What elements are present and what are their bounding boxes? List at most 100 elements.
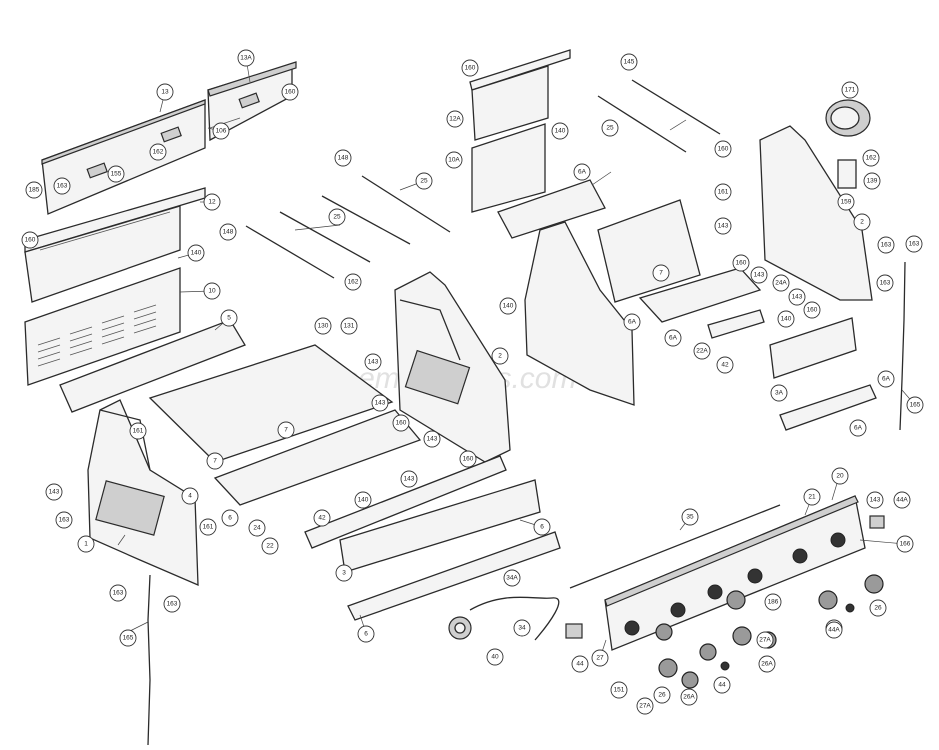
callout-label: 42 (318, 515, 326, 522)
callout-bubble (371, 394, 389, 412)
callout-label: 6A (882, 376, 891, 383)
callout-7a: 7 (277, 421, 295, 439)
callout-bubble (905, 235, 923, 253)
callout-label: 6A (628, 319, 637, 326)
callout-label: 35 (686, 514, 694, 521)
callout-bubble (203, 193, 221, 211)
callout-label: 6 (364, 631, 368, 638)
burner-tube-25-right-b (631, 79, 721, 135)
callout-143i: 143 (866, 491, 884, 509)
callout-bubble (714, 217, 732, 235)
callout-bubble (335, 564, 353, 582)
callout-bubble (491, 347, 509, 365)
callout-label: 44 (718, 682, 726, 689)
callout-label: 143 (368, 359, 379, 366)
callout-160b: 160 (21, 231, 39, 249)
callout-bubble (680, 688, 698, 706)
callout-34a: 34A (503, 569, 521, 587)
callout-bubble (513, 619, 531, 637)
callout-label: 161 (203, 524, 214, 531)
callout-bubble (181, 487, 199, 505)
callout-44a3: 44A (825, 621, 843, 639)
callout-bubble (364, 353, 382, 371)
callout-163c: 163 (109, 584, 127, 602)
callout-label: 6 (540, 524, 544, 531)
gas-manifold-35 (569, 504, 781, 589)
callout-bubble (620, 53, 638, 71)
callout-label: 40 (491, 654, 499, 661)
callout-34: 34 (513, 619, 531, 637)
callout-label: 160 (25, 237, 36, 244)
callout-label: 160 (396, 420, 407, 427)
callout-label: 106 (216, 128, 227, 135)
rotisserie-motor-171 (825, 99, 871, 189)
callout-163b: 163 (55, 511, 73, 529)
callout-bubble (459, 450, 477, 468)
callout-label: 7 (659, 270, 663, 277)
callout-label: 34 (518, 625, 526, 632)
callout-bubble (714, 140, 732, 158)
callout-bubble (772, 274, 790, 292)
callout-bubble (149, 143, 167, 161)
callout-27: 27 (591, 649, 609, 667)
callout-40: 40 (486, 648, 504, 666)
callout-bubble (732, 254, 750, 272)
rail-3 (339, 479, 541, 573)
callout-bubble (340, 317, 358, 335)
callout-160g: 160 (732, 254, 750, 272)
callout-label: 27A (759, 637, 771, 644)
callout-bubble (601, 119, 619, 137)
callout-bubble (156, 83, 174, 101)
callout-161a: 161 (129, 422, 147, 440)
callout-161b: 161 (199, 518, 217, 536)
callout-bubble (837, 193, 855, 211)
callout-bubble (53, 177, 71, 195)
callout-162b: 162 (344, 273, 362, 291)
callout-bubble (314, 317, 332, 335)
callout-label: 143 (427, 436, 438, 443)
bottom-7-right (597, 199, 701, 303)
callout-bubble (906, 396, 924, 414)
callout-label: 24 (253, 525, 261, 532)
callout-bubble (788, 288, 806, 306)
callout-143b: 143 (371, 394, 389, 412)
callout-label: 161 (718, 189, 729, 196)
callout-bubble (664, 329, 682, 347)
leg-wire-165-right (899, 261, 906, 431)
callout-bubble (219, 223, 237, 241)
regulator-40 (448, 616, 472, 640)
callout-label: 3A (775, 390, 784, 397)
callout-label: 161 (133, 428, 144, 435)
callout-155: 155 (107, 165, 125, 183)
callout-label: 162 (866, 155, 877, 162)
callout-140e: 140 (777, 310, 795, 328)
callout-13a: 13A (237, 49, 255, 67)
callout-bubble (756, 631, 774, 649)
callout-label: 34A (506, 575, 518, 582)
callout-143a: 143 (364, 353, 382, 371)
callout-22a: 22A (693, 342, 711, 360)
callout-label: 10 (208, 288, 216, 295)
callout-140c: 140 (551, 122, 569, 140)
callout-label: 13A (240, 55, 252, 62)
callout-bubble (849, 419, 867, 437)
back-panel-13 (41, 61, 297, 215)
callout-label: 27A (639, 703, 651, 710)
callout-131: 131 (340, 317, 358, 335)
callout-bubble (714, 183, 732, 201)
callout-44b: 44 (713, 676, 731, 694)
callout-bubble (610, 681, 628, 699)
callout-2b: 2 (853, 213, 871, 231)
callout-26a2: 26A (758, 655, 776, 673)
vent-panel-10a (471, 123, 546, 213)
callout-21: 21 (803, 488, 821, 506)
callout-label: 143 (404, 476, 415, 483)
callout-label: 163 (59, 517, 70, 524)
callout-163d: 163 (163, 595, 181, 613)
callout-bubble (653, 686, 671, 704)
panel-12 (24, 187, 206, 303)
callout-label: 155 (111, 171, 122, 178)
callout-label: 131 (344, 323, 355, 330)
callout-bubble (328, 208, 346, 226)
